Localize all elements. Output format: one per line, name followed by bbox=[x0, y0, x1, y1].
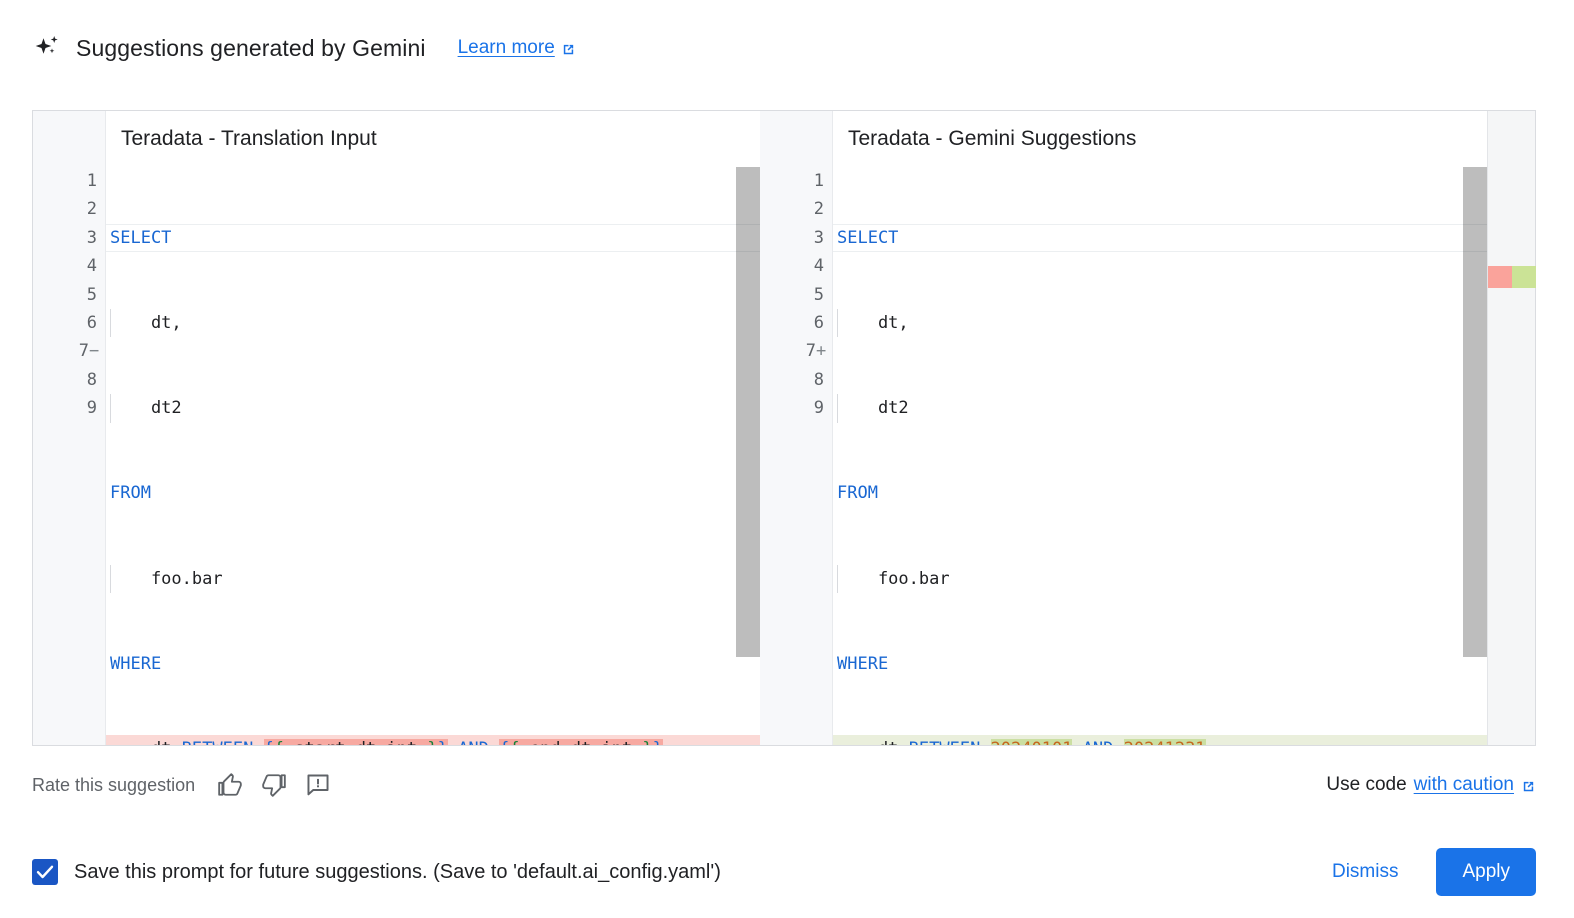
diff-minus-marker: − bbox=[89, 341, 100, 362]
scrollbar-thumb-left[interactable] bbox=[736, 167, 760, 657]
learn-more-link[interactable]: Learn more bbox=[458, 37, 576, 59]
external-link-icon bbox=[1521, 778, 1536, 793]
scrollbar-right[interactable] bbox=[1463, 111, 1487, 745]
line-number: 1 bbox=[813, 171, 824, 191]
rate-icon-group bbox=[217, 772, 331, 798]
line-number: 6 bbox=[813, 312, 824, 333]
code-lines-left: SELECT dt, dt2 FROM foo.bar WHERE dt BET… bbox=[106, 167, 760, 745]
pane-title-left: Teradata - Translation Input bbox=[106, 111, 760, 167]
code-column-right[interactable]: Teradata - Gemini Suggestions SELECT dt,… bbox=[832, 111, 1487, 745]
report-feedback-icon[interactable] bbox=[305, 772, 331, 798]
code-line: FROM bbox=[110, 483, 151, 504]
thumbs-up-icon[interactable] bbox=[217, 772, 243, 798]
footer-bar: Save this prompt for future suggestions.… bbox=[32, 845, 1536, 899]
scrollbar-thumb-right[interactable] bbox=[1463, 167, 1487, 657]
sparkle-icon bbox=[32, 33, 62, 63]
line-number: 2 bbox=[86, 199, 97, 220]
line-number: 8 bbox=[86, 369, 97, 390]
external-link-icon bbox=[561, 41, 576, 56]
gutter-numbers-right: 1 2 3 4 5 6 7+ 8 9 bbox=[760, 167, 832, 423]
diff-editor: 1 2 3 4 5 6 7− 8 9 Teradata - Translatio… bbox=[32, 110, 1536, 746]
rate-suggestion-row: Rate this suggestion Use code with cauti… bbox=[32, 762, 1536, 808]
code-line: dt, bbox=[106, 309, 760, 338]
rate-label: Rate this suggestion bbox=[32, 774, 196, 795]
gutter-spacer-left bbox=[33, 111, 105, 167]
code-line: dt2 bbox=[106, 394, 760, 424]
suggested-start-value: 20240101 bbox=[990, 739, 1073, 745]
code-line: SELECT bbox=[833, 223, 1487, 253]
line-number: 3 bbox=[813, 227, 824, 248]
line-number: 6 bbox=[86, 312, 97, 333]
thumbs-down-icon[interactable] bbox=[261, 772, 287, 798]
code-line: SELECT bbox=[106, 223, 760, 253]
code-line: WHERE bbox=[837, 653, 889, 674]
suggestions-header: Suggestions generated by Gemini Learn mo… bbox=[0, 0, 1574, 70]
code-line-added: dt BETWEEN 20240101 AND 20241231 bbox=[833, 735, 1487, 745]
diff-overview-ruler[interactable] bbox=[1487, 111, 1536, 745]
learn-more-label: Learn more bbox=[457, 37, 555, 58]
code-line: foo.bar bbox=[106, 564, 760, 594]
apply-button[interactable]: Apply bbox=[1436, 848, 1536, 896]
line-number-gutter-right: 1 2 3 4 5 6 7+ 8 9 bbox=[760, 111, 832, 745]
page-title: Suggestions generated by Gemini bbox=[76, 34, 426, 61]
code-column-left[interactable]: Teradata - Translation Input SELECT dt, … bbox=[105, 111, 760, 745]
code-line: dt, bbox=[833, 309, 1487, 338]
diff-pane-right: 1 2 3 4 5 6 7+ 8 9 Teradata - Gemini Sug… bbox=[760, 111, 1487, 745]
line-number: 9 bbox=[813, 398, 824, 419]
line-number-gutter-left: 1 2 3 4 5 6 7− 8 9 bbox=[33, 111, 105, 745]
scrollbar-left[interactable] bbox=[736, 111, 760, 745]
line-number: 8 bbox=[813, 369, 824, 390]
diff-plus-marker: + bbox=[816, 341, 827, 362]
footer-actions: Dismiss Apply bbox=[1320, 848, 1536, 896]
gutter-spacer-right bbox=[760, 111, 832, 167]
dismiss-button[interactable]: Dismiss bbox=[1320, 853, 1411, 891]
overview-marker-added bbox=[1512, 266, 1536, 288]
overview-marker-deleted bbox=[1488, 266, 1512, 288]
line-number: 1 bbox=[86, 171, 97, 191]
pane-title-right: Teradata - Gemini Suggestions bbox=[833, 111, 1487, 167]
line-number: 5 bbox=[86, 284, 97, 305]
line-number: 4 bbox=[86, 256, 97, 277]
line-number: 5 bbox=[813, 284, 824, 305]
line-number: 2 bbox=[813, 199, 824, 220]
code-line: foo.bar bbox=[833, 564, 1487, 594]
use-code-prefix: Use code bbox=[1326, 774, 1407, 795]
line-number: 4 bbox=[813, 256, 824, 277]
line-number-deleted: 7− bbox=[33, 337, 105, 365]
with-caution-link[interactable]: with caution bbox=[1413, 774, 1514, 795]
line-number-added: 7+ bbox=[760, 337, 832, 365]
checkmark-icon bbox=[36, 865, 54, 879]
diff-pane-left: 1 2 3 4 5 6 7− 8 9 Teradata - Translatio… bbox=[33, 111, 760, 745]
suggested-end-value: 20241231 bbox=[1123, 739, 1206, 745]
code-line: dt2 bbox=[833, 394, 1487, 424]
line-number: 3 bbox=[86, 227, 97, 248]
code-lines-right: SELECT dt, dt2 FROM foo.bar WHERE dt BET… bbox=[833, 167, 1487, 745]
code-line: FROM bbox=[837, 483, 878, 504]
use-code-caution: Use code with caution bbox=[1326, 774, 1536, 796]
save-prompt-label: Save this prompt for future suggestions.… bbox=[74, 860, 721, 883]
line-number: 9 bbox=[86, 398, 97, 419]
code-line: WHERE bbox=[110, 653, 162, 674]
save-prompt-checkbox[interactable] bbox=[32, 859, 58, 885]
code-line-deleted: dt BETWEEN {{ start_dt_int }} AND {{ end… bbox=[106, 735, 760, 745]
gutter-numbers-left: 1 2 3 4 5 6 7− 8 9 bbox=[33, 167, 105, 423]
save-prompt-checkbox-group: Save this prompt for future suggestions.… bbox=[32, 859, 721, 885]
